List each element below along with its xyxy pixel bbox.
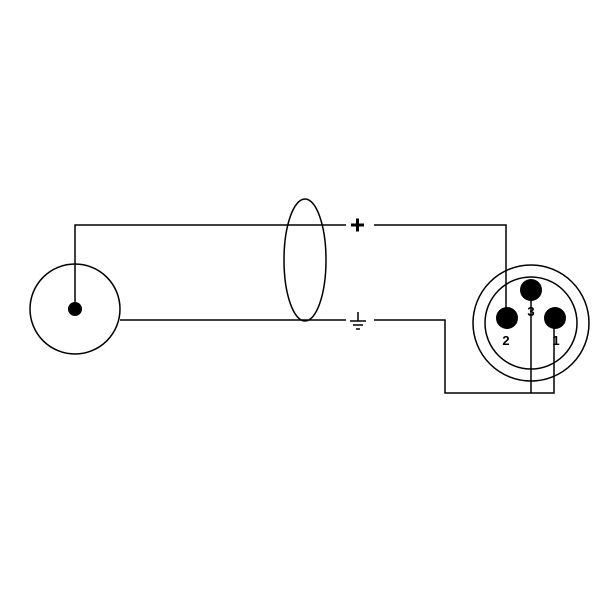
signal-wire-left xyxy=(74,224,346,309)
xlr-pin-1-icon xyxy=(544,307,566,329)
signal-wire xyxy=(74,224,507,316)
xlr-pin-2-icon xyxy=(496,307,518,329)
signal-wire-right xyxy=(374,224,507,316)
xlr-pin-3-icon xyxy=(520,279,542,301)
ground-icon xyxy=(350,312,366,330)
cable-shield-icon xyxy=(283,198,327,322)
xlr-pin-2-label: 2 xyxy=(502,333,509,348)
xlr-pin-3-label: 3 xyxy=(527,304,534,319)
ground-wire xyxy=(120,319,555,394)
ground-wire-right xyxy=(374,319,555,394)
plus-icon xyxy=(351,218,364,232)
xlr-male-connector-icon: 2 3 1 xyxy=(472,264,590,393)
xlr-pin-1-label: 1 xyxy=(552,333,559,348)
